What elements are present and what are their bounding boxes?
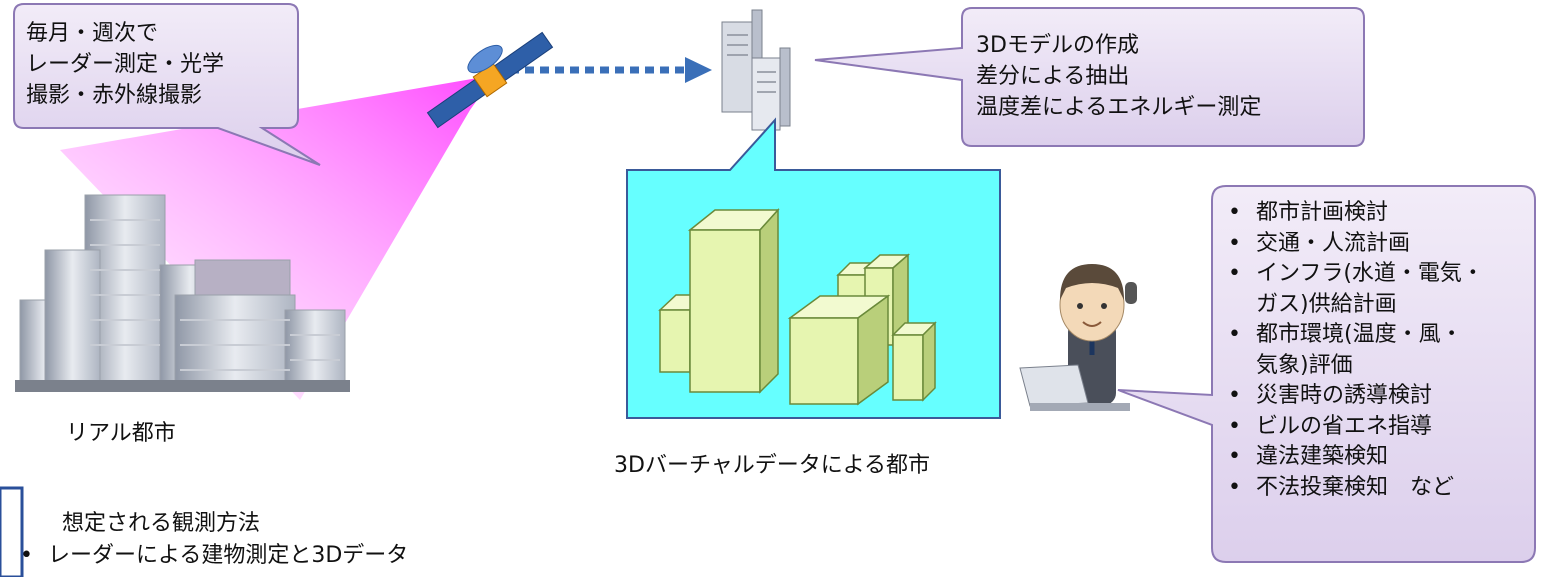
left-callout: 毎月・週次で レーダー測定・光学 撮影・赤外線撮影 <box>26 18 224 111</box>
server-callout: 3Dモデルの作成 差分による抽出 温度差によるエネルギー測定 <box>976 30 1261 123</box>
satellite-icon <box>426 31 554 129</box>
server-icon <box>721 9 791 131</box>
server-callout-line: 温度差によるエネルギー測定 <box>976 95 1262 120</box>
uses-item: 都市環境(温度・風・ <box>1222 320 1484 351</box>
uses-item: 都市計画検討 <box>1222 198 1484 229</box>
uses-item: 違法建築検知 <box>1222 442 1484 473</box>
virtual-city-label: 3Dバーチャルデータによる都市 <box>614 453 931 478</box>
uses-item: インフラ(水道・電気・ <box>1222 259 1484 290</box>
real-city-label: リアル都市 <box>66 421 176 446</box>
uses-item-continuation: 気象)評価 <box>1256 352 1353 378</box>
uses-item: 交通・人流計画 <box>1222 229 1484 260</box>
uses-item: 災害時の誘導検討 <box>1222 381 1484 412</box>
uses-item: ビルの省エネ指導 <box>1222 412 1484 443</box>
virtual-city-buildings <box>658 208 937 406</box>
left-callout-line: レーダー測定・光学 <box>26 52 225 77</box>
observation-list: レーダーによる建物測定と3Dデータ <box>14 541 408 572</box>
satellite-beam <box>60 75 495 400</box>
arrow-head <box>685 57 712 83</box>
person-icon <box>1019 264 1137 411</box>
left-callout-line: 毎月・週次で <box>26 21 159 46</box>
server-callout-line: 差分による抽出 <box>976 64 1130 89</box>
uses-callout: 都市計画検討 交通・人流計画 インフラ(水道・電気・ ガス)供給計画 都市環境(… <box>1222 198 1484 503</box>
left-callout-line: 撮影・赤外線撮影 <box>26 83 203 108</box>
observation-heading: 想定される観測方法 <box>62 511 261 536</box>
observation-bracket <box>0 486 24 577</box>
observation-item: レーダーによる建物測定と3Dデータ <box>14 541 408 572</box>
left-callout-shape <box>13 3 321 166</box>
uses-item: 不法投棄検知 など <box>1222 473 1484 504</box>
laptop-icon <box>1019 364 1089 407</box>
uses-item-continuation: ガス)供給計画 <box>1256 291 1397 317</box>
server-callout-shape <box>814 7 1365 147</box>
real-city-buildings <box>15 194 350 392</box>
server-callout-line: 3Dモデルの作成 <box>976 33 1139 58</box>
